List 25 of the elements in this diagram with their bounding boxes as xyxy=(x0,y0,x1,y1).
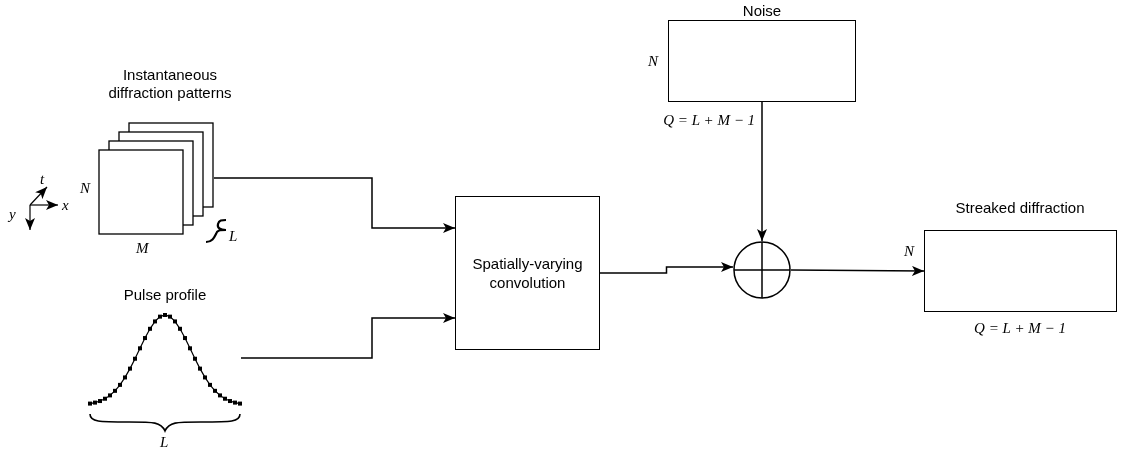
arrow xyxy=(790,265,925,276)
dimension-label: L xyxy=(229,228,238,244)
stacked-frames-drawing xyxy=(98,121,214,235)
arrow xyxy=(599,262,734,274)
dimension-label: L xyxy=(160,434,169,450)
dimension-label: N xyxy=(904,243,914,259)
axis-label: y xyxy=(9,206,16,222)
dimension-label: M xyxy=(136,240,149,256)
caption-text: Streaked diffraction xyxy=(954,199,1086,217)
arrow xyxy=(240,313,456,359)
process-box: Spatially-varying convolution xyxy=(455,196,600,350)
empty-box xyxy=(668,20,856,102)
dimension-label: N xyxy=(80,180,90,196)
caption-text: Noise xyxy=(741,2,783,20)
axis-label: x xyxy=(62,197,69,213)
dimension-label: N xyxy=(648,53,658,69)
summing-junction xyxy=(733,241,791,299)
caption-text: Pulse profile xyxy=(122,286,208,304)
arrow xyxy=(757,101,767,242)
empty-box xyxy=(924,230,1117,312)
axis-label: t xyxy=(40,171,45,187)
arrow xyxy=(213,177,456,233)
dimension-label: Q = L + M − 1 xyxy=(663,112,755,128)
dimension-label: Q = L + M − 1 xyxy=(974,320,1066,336)
caption-text: Instantaneous diffraction patterns xyxy=(107,66,233,102)
